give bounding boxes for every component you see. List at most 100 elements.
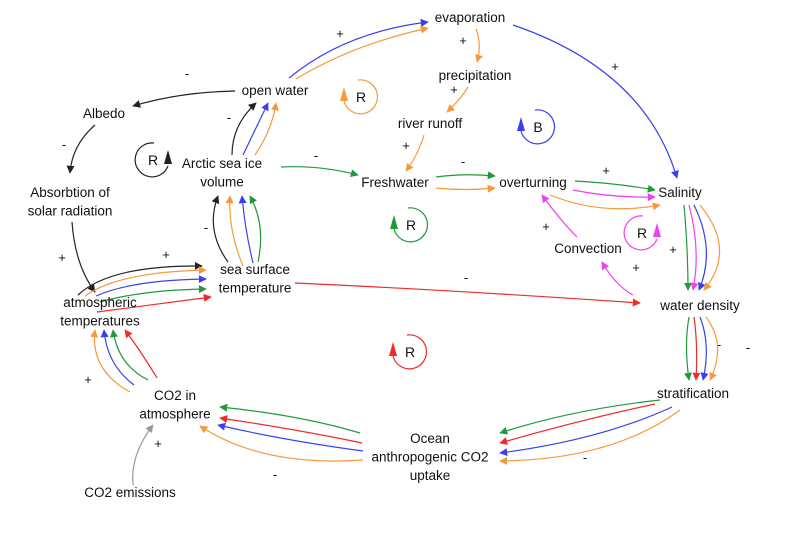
link-salinity-to-water-density-orange <box>699 204 721 291</box>
link-freshwater-to-overturning-green: - <box>435 154 496 180</box>
polarity-label: - <box>314 148 318 163</box>
link-arctic-ice-to-freshwater-green: - <box>280 148 359 178</box>
link-arrow <box>446 86 469 113</box>
link-open-water-to-evaporation-orange <box>295 25 429 80</box>
polarity-label: + <box>402 138 410 153</box>
link-water-density-to-stratification-red <box>692 316 701 381</box>
link-atm-temp-to-sst-green <box>99 285 207 303</box>
link-co2-atm-to-atm-temp-orange: + <box>84 329 131 393</box>
link-co2-atm-to-atm-temp-blue <box>100 329 135 386</box>
link-arrow <box>84 266 207 297</box>
link-co2-atm-to-atm-temp-red <box>124 329 158 379</box>
node-water-density: water density <box>659 298 740 313</box>
link-arrow <box>124 329 158 379</box>
link-arrow <box>132 424 154 486</box>
loop-arc <box>392 334 428 370</box>
node-freshwater: Freshwater <box>361 175 429 190</box>
link-arctic-ice-to-open-water-black: - <box>227 102 257 156</box>
link-water-density-to-stratification-orange: - <box>705 316 750 381</box>
node-label-line: stratification <box>657 386 729 401</box>
polarity-label: + <box>162 247 170 262</box>
node-label-line: open water <box>242 83 309 98</box>
link-arrow <box>475 28 483 63</box>
node-label-line: uptake <box>410 468 451 483</box>
link-ocean-uptake-to-co2-atm-blue <box>217 422 364 452</box>
link-arrow <box>217 422 364 452</box>
loop-indicator-r-magenta: R <box>623 215 661 251</box>
polarity-label: + <box>58 250 66 265</box>
link-overturning-to-salinity-magenta <box>572 189 656 202</box>
link-stratification-to-ocean-uptake-green <box>499 399 661 435</box>
link-sst-to-arctic-ice-blue <box>238 195 254 264</box>
link-arrow <box>219 403 361 434</box>
polarity-label: - <box>185 66 189 81</box>
link-overturning-to-salinity-orange <box>549 194 661 211</box>
loop-arc <box>134 142 169 178</box>
link-co2-emissions-to-co2-atm-gray: + <box>132 424 162 486</box>
loop-arrow-icon <box>390 215 398 229</box>
link-stratification-to-ocean-uptake-blue <box>499 406 673 457</box>
link-arrow <box>572 189 656 202</box>
link-convection-to-overturning-magenta: + <box>541 194 578 238</box>
link-arrow <box>254 102 279 156</box>
polarity-label: - <box>227 110 231 125</box>
link-river-runoff-to-freshwater-orange: + <box>402 134 425 172</box>
loop-type-label: R <box>405 344 415 360</box>
loop-indicator-r-red: R <box>389 334 428 370</box>
link-arrow <box>110 329 149 381</box>
link-arrow <box>100 329 135 386</box>
link-arrow <box>499 406 673 457</box>
link-arrow <box>699 204 721 291</box>
node-co2-emissions: CO2 emissions <box>84 485 176 500</box>
link-arrow <box>692 316 701 381</box>
link-arrow <box>95 275 207 297</box>
link-salinity-to-water-density-magenta <box>688 204 699 291</box>
link-arrow <box>71 221 96 293</box>
link-ocean-uptake-to-co2-atm-orange: - <box>199 425 364 482</box>
link-arrow <box>66 124 96 174</box>
polarity-label: - <box>204 220 208 235</box>
link-arrow <box>225 195 244 267</box>
link-arrow <box>211 195 229 263</box>
link-arrow <box>231 102 257 156</box>
node-label-line: volume <box>200 175 244 190</box>
node-label-line: temperatures <box>60 314 140 329</box>
polarity-label: + <box>632 260 640 275</box>
link-ocean-uptake-to-co2-atm-green <box>219 403 361 434</box>
link-arrow <box>574 180 656 193</box>
link-arrow <box>77 261 203 296</box>
node-overturning: overturning <box>499 175 567 190</box>
node-label-line: evaporation <box>435 10 506 25</box>
polarity-label: + <box>450 82 458 97</box>
link-arrow <box>499 399 661 435</box>
link-stratification-to-ocean-uptake-orange: - <box>499 409 681 465</box>
link-sst-to-arctic-ice-black: - <box>204 195 229 263</box>
loop-arc <box>520 109 556 145</box>
polarity-label: + <box>611 59 619 74</box>
loop-arrow-icon <box>653 223 661 237</box>
link-overturning-to-salinity-green: + <box>574 163 656 193</box>
link-sst-to-arctic-ice-green <box>249 195 262 263</box>
polarity-label: - <box>583 450 587 465</box>
loop-arrow-icon <box>340 87 348 101</box>
loop-type-label: R <box>637 225 647 241</box>
link-stratification-to-ocean-uptake-red <box>499 403 656 445</box>
link-evaporation-to-salinity-blue: + <box>512 24 679 179</box>
link-precipitation-to-river-runoff-orange: + <box>446 82 469 113</box>
link-arrow <box>288 18 429 79</box>
loop-arc <box>343 79 379 115</box>
link-arrow <box>688 204 699 291</box>
node-label-line: Ocean <box>410 431 450 446</box>
loop-indicator-r-black: R <box>134 142 172 178</box>
node-evaporation: evaporation <box>435 10 506 25</box>
node-river-runoff: river runoff <box>398 116 463 131</box>
link-absorbtion-to-atm-temp-black: + <box>58 221 96 293</box>
link-arctic-ice-to-open-water-blue <box>242 102 269 156</box>
loop-type-label: R <box>406 217 416 233</box>
